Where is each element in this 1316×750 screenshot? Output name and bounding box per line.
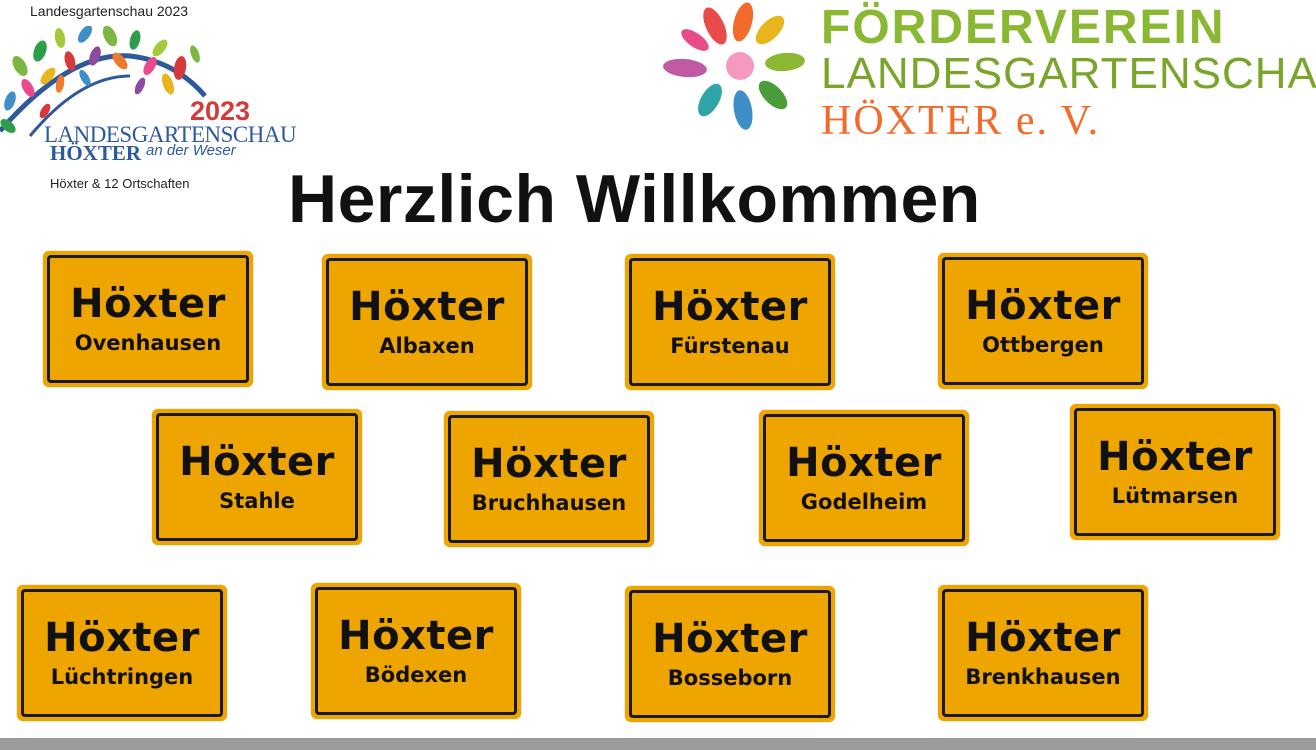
logo-city: HÖXTER: [50, 141, 142, 165]
sign-city: Höxter: [965, 283, 1121, 329]
logo-subtext: Höxter & 12 Ortschaften: [50, 176, 190, 191]
sign-border: Höxter Ovenhausen: [47, 255, 249, 383]
sign-city: Höxter: [338, 613, 494, 659]
town-sign-boedexen: Höxter Bödexen: [311, 583, 521, 719]
town-sign-luechtringen: Höxter Lüchtringen: [17, 585, 227, 721]
bottom-bar: [0, 738, 1316, 750]
town-sign-bosseborn: Höxter Bosseborn: [625, 586, 835, 722]
sign-border: Höxter Godelheim: [763, 414, 965, 542]
town-sign-ovenhausen: Höxter Ovenhausen: [43, 251, 253, 387]
sign-border: Höxter Lüchtringen: [21, 589, 223, 717]
sign-city: Höxter: [44, 615, 200, 661]
sign-border: Höxter Albaxen: [326, 258, 528, 386]
sign-city: Höxter: [1097, 434, 1253, 480]
sign-border: Höxter Bruchhausen: [448, 415, 650, 543]
sign-border: Höxter Lütmarsen: [1074, 408, 1276, 536]
sign-district: Godelheim: [800, 490, 928, 514]
town-sign-bruchhausen: Höxter Bruchhausen: [444, 411, 654, 547]
logo-name: LANDESGARTENSCHAU: [44, 122, 297, 147]
sign-city: Höxter: [70, 281, 226, 327]
town-sign-fuerstenau: Höxter Fürstenau: [625, 254, 835, 390]
flower-icon: [663, 2, 805, 130]
sign-district: Lütmarsen: [1111, 484, 1239, 508]
sign-border: Höxter Fürstenau: [629, 258, 831, 386]
town-sign-godelheim: Höxter Godelheim: [759, 410, 969, 546]
town-sign-ottbergen: Höxter Ottbergen: [938, 253, 1148, 389]
sign-border: Höxter Stahle: [156, 413, 358, 541]
town-sign-albaxen: Höxter Albaxen: [322, 254, 532, 390]
sign-district: Bosseborn: [667, 666, 793, 690]
foerderverein-logo: FÖRDERVEREIN LANDESGARTENSCHAU HÖXTER e.…: [655, 0, 1316, 150]
sign-city: Höxter: [652, 284, 808, 330]
town-sign-stahle: Höxter Stahle: [152, 409, 362, 545]
sign-border: Höxter Bosseborn: [629, 590, 831, 718]
sign-district: Brenkhausen: [965, 665, 1121, 689]
sign-border: Höxter Bödexen: [315, 587, 517, 715]
sign-city: Höxter: [965, 615, 1121, 661]
sign-district: Albaxen: [379, 334, 475, 358]
sign-border: Höxter Ottbergen: [942, 257, 1144, 385]
logo-top-text: Landesgartenschau 2023: [30, 3, 189, 19]
town-sign-luetmarsen: Höxter Lütmarsen: [1070, 404, 1280, 540]
sign-border: Höxter Brenkhausen: [942, 589, 1144, 717]
page-title: Herzlich Willkommen: [288, 161, 981, 237]
sign-city: Höxter: [652, 616, 808, 662]
tree-arch-icon: [0, 26, 207, 137]
logo-tagline: an der Weser: [146, 142, 236, 159]
sign-city: Höxter: [786, 440, 942, 486]
logo-line-3: HÖXTER e. V.: [821, 98, 1101, 144]
sign-city: Höxter: [471, 441, 627, 487]
sign-district: Bödexen: [364, 663, 468, 687]
logo-line-2: LANDESGARTENSCHAU: [821, 49, 1316, 98]
sign-district: Ottbergen: [982, 333, 1104, 357]
logo-line-1: FÖRDERVEREIN: [821, 1, 1226, 54]
sign-district: Ovenhausen: [74, 331, 222, 355]
sign-district: Bruchhausen: [471, 491, 627, 515]
sign-district: Stahle: [219, 489, 295, 513]
logo-year: 2023: [190, 96, 251, 126]
sign-district: Lüchtringen: [50, 665, 194, 689]
sign-city: Höxter: [179, 439, 335, 485]
town-sign-brenkhausen: Höxter Brenkhausen: [938, 585, 1148, 721]
landesgartenschau-logo: Landesgartenschau 2023: [0, 0, 297, 200]
sign-city: Höxter: [349, 284, 505, 330]
sign-district: Fürstenau: [670, 334, 790, 358]
